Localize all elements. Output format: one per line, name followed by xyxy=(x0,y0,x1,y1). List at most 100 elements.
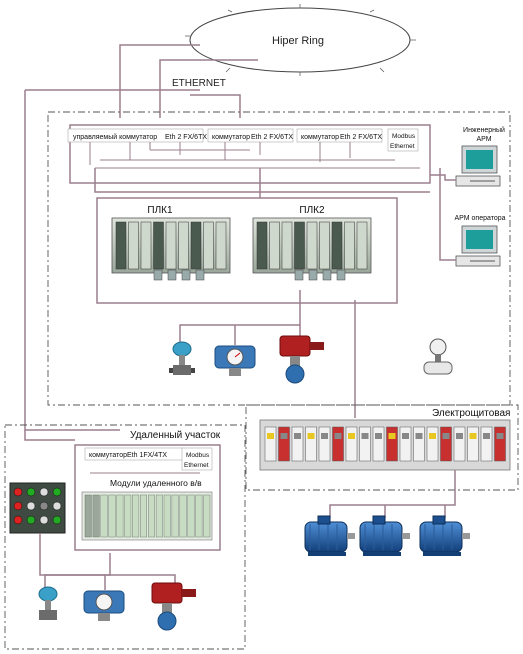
motors-group xyxy=(304,515,470,556)
workstation-1-label-b: АРМ xyxy=(476,136,491,143)
panel-button xyxy=(26,515,36,525)
plc-module xyxy=(356,221,368,270)
remote-pressure-transmitter-icon xyxy=(38,586,58,620)
plc-module xyxy=(331,221,343,270)
breaker xyxy=(480,426,493,462)
io-module xyxy=(147,494,155,538)
breaker xyxy=(359,426,371,462)
electromagnetic-flowmeter-icon xyxy=(423,338,453,375)
ring-links xyxy=(119,44,258,118)
switch-1 xyxy=(67,128,204,143)
plc-module xyxy=(128,221,139,270)
io-module xyxy=(132,494,140,538)
panel-button xyxy=(39,487,49,497)
remote-site-area: Удаленный участок коммутатор Eth 1FX/4TX… xyxy=(4,424,246,650)
plc-module xyxy=(319,221,330,270)
switch-3 xyxy=(296,128,383,143)
plc-module xyxy=(153,221,164,270)
switch-1-label-b: Eth 2 FX/6TX xyxy=(165,134,207,141)
panel-button xyxy=(39,515,49,525)
panel-button xyxy=(26,501,36,511)
remote-modbus-line1: Modbus xyxy=(186,452,210,459)
electric-motor-icon xyxy=(419,515,470,556)
modbus-main-line1: Modbus xyxy=(392,133,416,140)
modbus-gateway-main xyxy=(387,128,419,152)
breaker xyxy=(345,426,358,462)
plc-module xyxy=(306,221,318,270)
breaker xyxy=(453,426,466,462)
panel-button xyxy=(52,487,62,497)
io-module xyxy=(155,494,163,538)
breaker xyxy=(278,426,290,462)
panel-button xyxy=(26,487,36,497)
hiper-ring-cloud: Hiper Ring xyxy=(189,7,411,73)
io-module xyxy=(100,494,108,538)
plc-module xyxy=(294,221,305,270)
io-module xyxy=(179,494,187,538)
breaker xyxy=(264,426,277,462)
panel-button xyxy=(52,501,62,511)
panel-button xyxy=(13,515,23,525)
plc-module xyxy=(140,221,152,270)
engineering-workstation: Инженерный АРМ xyxy=(455,126,505,187)
remote-io-modules xyxy=(81,491,213,541)
plc-module xyxy=(344,221,355,270)
remote-flow-meter-icon xyxy=(83,590,125,621)
remote-site-label: Удаленный участок xyxy=(130,430,221,441)
modbus-main-line2: Ethernet xyxy=(390,143,415,150)
io-module xyxy=(163,494,171,538)
breaker xyxy=(399,426,412,462)
plc-module xyxy=(178,221,189,270)
remote-switch-label-b: Eth 1FX/4TX xyxy=(127,452,167,459)
ring-spokes xyxy=(185,4,416,76)
switch-2-label-b: Eth 2 FX/6TX xyxy=(251,134,293,141)
electrical-panel-area: Электрощитовая xyxy=(245,404,519,491)
remote-modbus-line2: Ethernet xyxy=(184,462,209,469)
breaker xyxy=(494,426,506,462)
ethernet-label: ETHERNET xyxy=(172,78,226,89)
panel-button xyxy=(52,515,62,525)
breaker xyxy=(291,426,304,462)
plc1-label: ПЛК1 xyxy=(147,205,173,216)
panel-button xyxy=(13,501,23,511)
breaker xyxy=(467,426,479,462)
plc-enclosure xyxy=(96,197,398,304)
pressure-transmitter-icon xyxy=(169,341,195,375)
flow-meter-icon xyxy=(214,345,256,376)
panel-button xyxy=(13,487,23,497)
remote-switch-label-a: коммутатор xyxy=(89,452,127,459)
io-module xyxy=(140,494,148,538)
electric-motor-icon xyxy=(359,515,410,556)
electrical-panel-label: Электрощитовая xyxy=(432,408,510,419)
io-module xyxy=(195,494,203,538)
breaker xyxy=(372,426,385,462)
plc-module xyxy=(256,221,268,270)
breaker xyxy=(332,426,344,462)
switch-3-label-a: коммутатор xyxy=(301,134,339,141)
remote-valve-actuator-icon xyxy=(151,582,196,631)
electric-motor-icon xyxy=(304,515,355,556)
breaker xyxy=(386,426,398,462)
plc1-rack xyxy=(111,217,231,281)
workstation-2-label-a: АРМ оператора xyxy=(454,215,505,222)
io-module xyxy=(187,494,195,538)
breaker xyxy=(318,426,331,462)
breaker xyxy=(413,426,425,462)
plc2-label: ПЛК2 xyxy=(299,205,325,216)
plc-module xyxy=(190,221,202,270)
workstation-1-label-a: Инженерный xyxy=(463,126,505,134)
switch-1-label-a: управляемый коммутатор xyxy=(73,133,157,141)
plc-module xyxy=(203,221,214,270)
ring-label: Hiper Ring xyxy=(272,35,324,47)
main-switch-rack: управляемый коммутатор Eth 2 FX/6TX комм… xyxy=(67,124,431,184)
modbus-gateway-remote xyxy=(181,447,213,471)
valve-actuator-icon xyxy=(279,335,324,384)
remote-io-label: Модули удаленного в/в xyxy=(110,478,202,488)
workstation-links xyxy=(94,168,456,261)
plc-module xyxy=(269,221,280,270)
switch-2 xyxy=(207,128,294,143)
panel-button xyxy=(39,501,49,511)
io-module xyxy=(116,494,124,538)
breaker xyxy=(305,426,317,462)
